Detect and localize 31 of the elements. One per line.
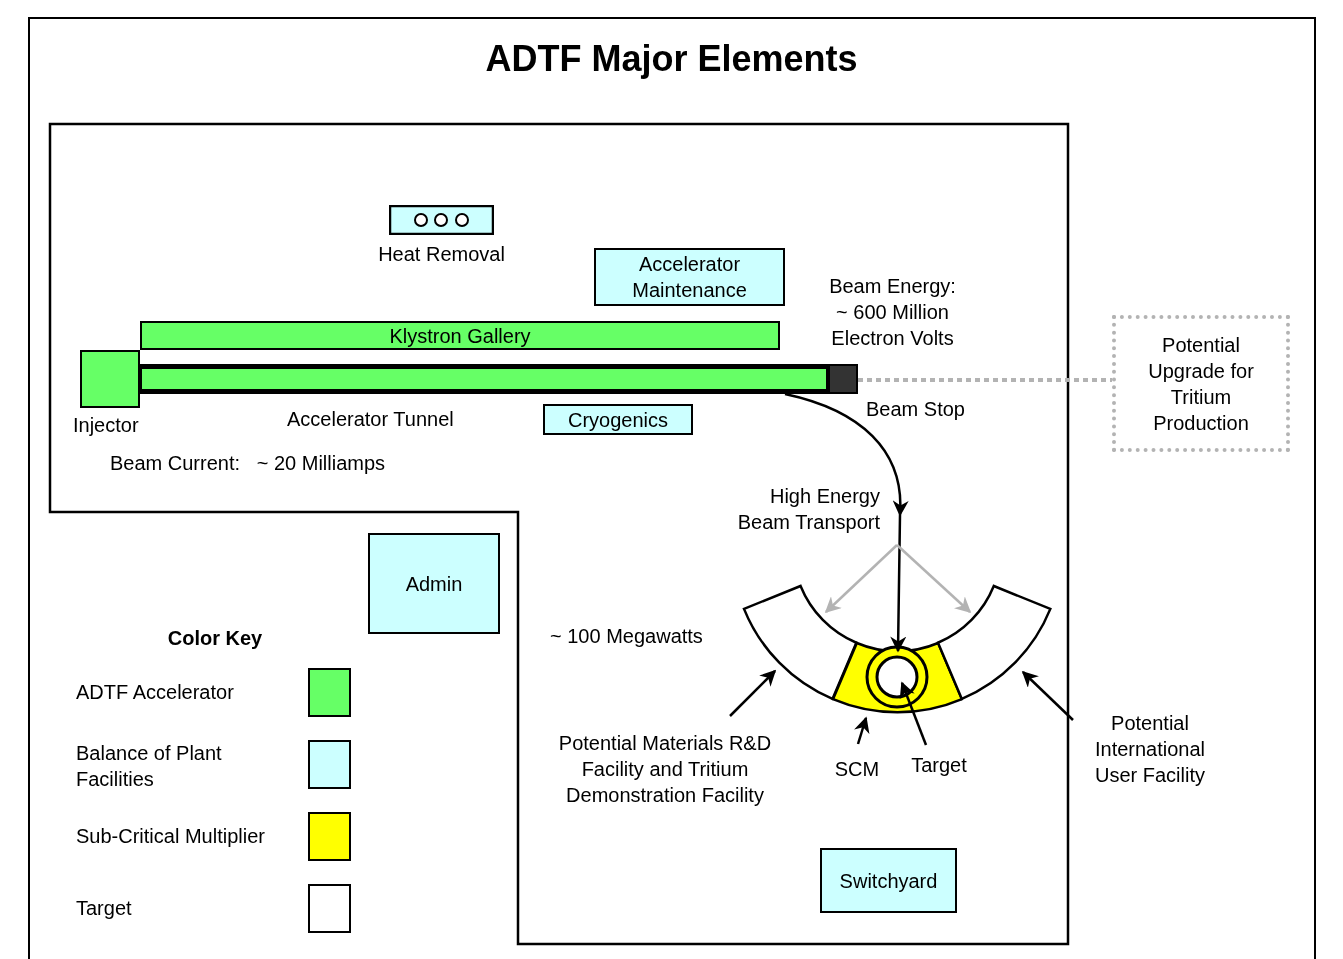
facility-box: Admin [368,533,500,634]
legend-label: Balance of Plant Facilities [76,741,223,792]
facility-box: Accelerator Maintenance [594,248,785,306]
legend-label: ADTF Accelerator [76,680,235,705]
leader-arrow [899,681,928,746]
diagram-title: ADTF Major Elements [484,38,859,80]
legend-title: Color Key [166,626,264,651]
leader-arrow [1021,670,1074,721]
legend-label: Sub-Critical Multiplier [76,824,266,849]
node-label: Beam Stop [866,397,965,422]
facility-box: Klystron Gallery [140,321,780,350]
facility-box: Cryogenics [543,404,693,435]
upgrade-connector [858,378,1112,382]
callout-text: Potential International User Facility [1080,710,1220,788]
leader-arrow [729,669,777,717]
callout-text: Potential Materials R&D Facility and Tritium Demonstration Facility [540,730,790,808]
node-label: Injector [73,413,139,438]
leader-arrow [854,716,870,745]
planned-facility-box: Potential Upgrade for Tritium Production [1112,315,1290,452]
legend-label: Target [76,896,133,921]
node-label: Heat Removal [377,242,506,267]
callout-text: SCM [828,756,886,782]
callout-text: Target [903,752,975,778]
node-label: Accelerator Tunnel [287,407,454,432]
power-note: ~ 100 Megawatts [550,624,703,649]
beam-energy-note: Beam Energy: ~ 600 Million Electron Volts [828,274,957,351]
facility-box: Switchyard [820,848,957,913]
beam-current-note: Beam Current: ~ 20 Milliamps [110,451,386,476]
beam-branch-arrow [896,544,972,614]
beam-transport-arrow [784,392,909,653]
beam-branch-arrow [824,544,898,614]
